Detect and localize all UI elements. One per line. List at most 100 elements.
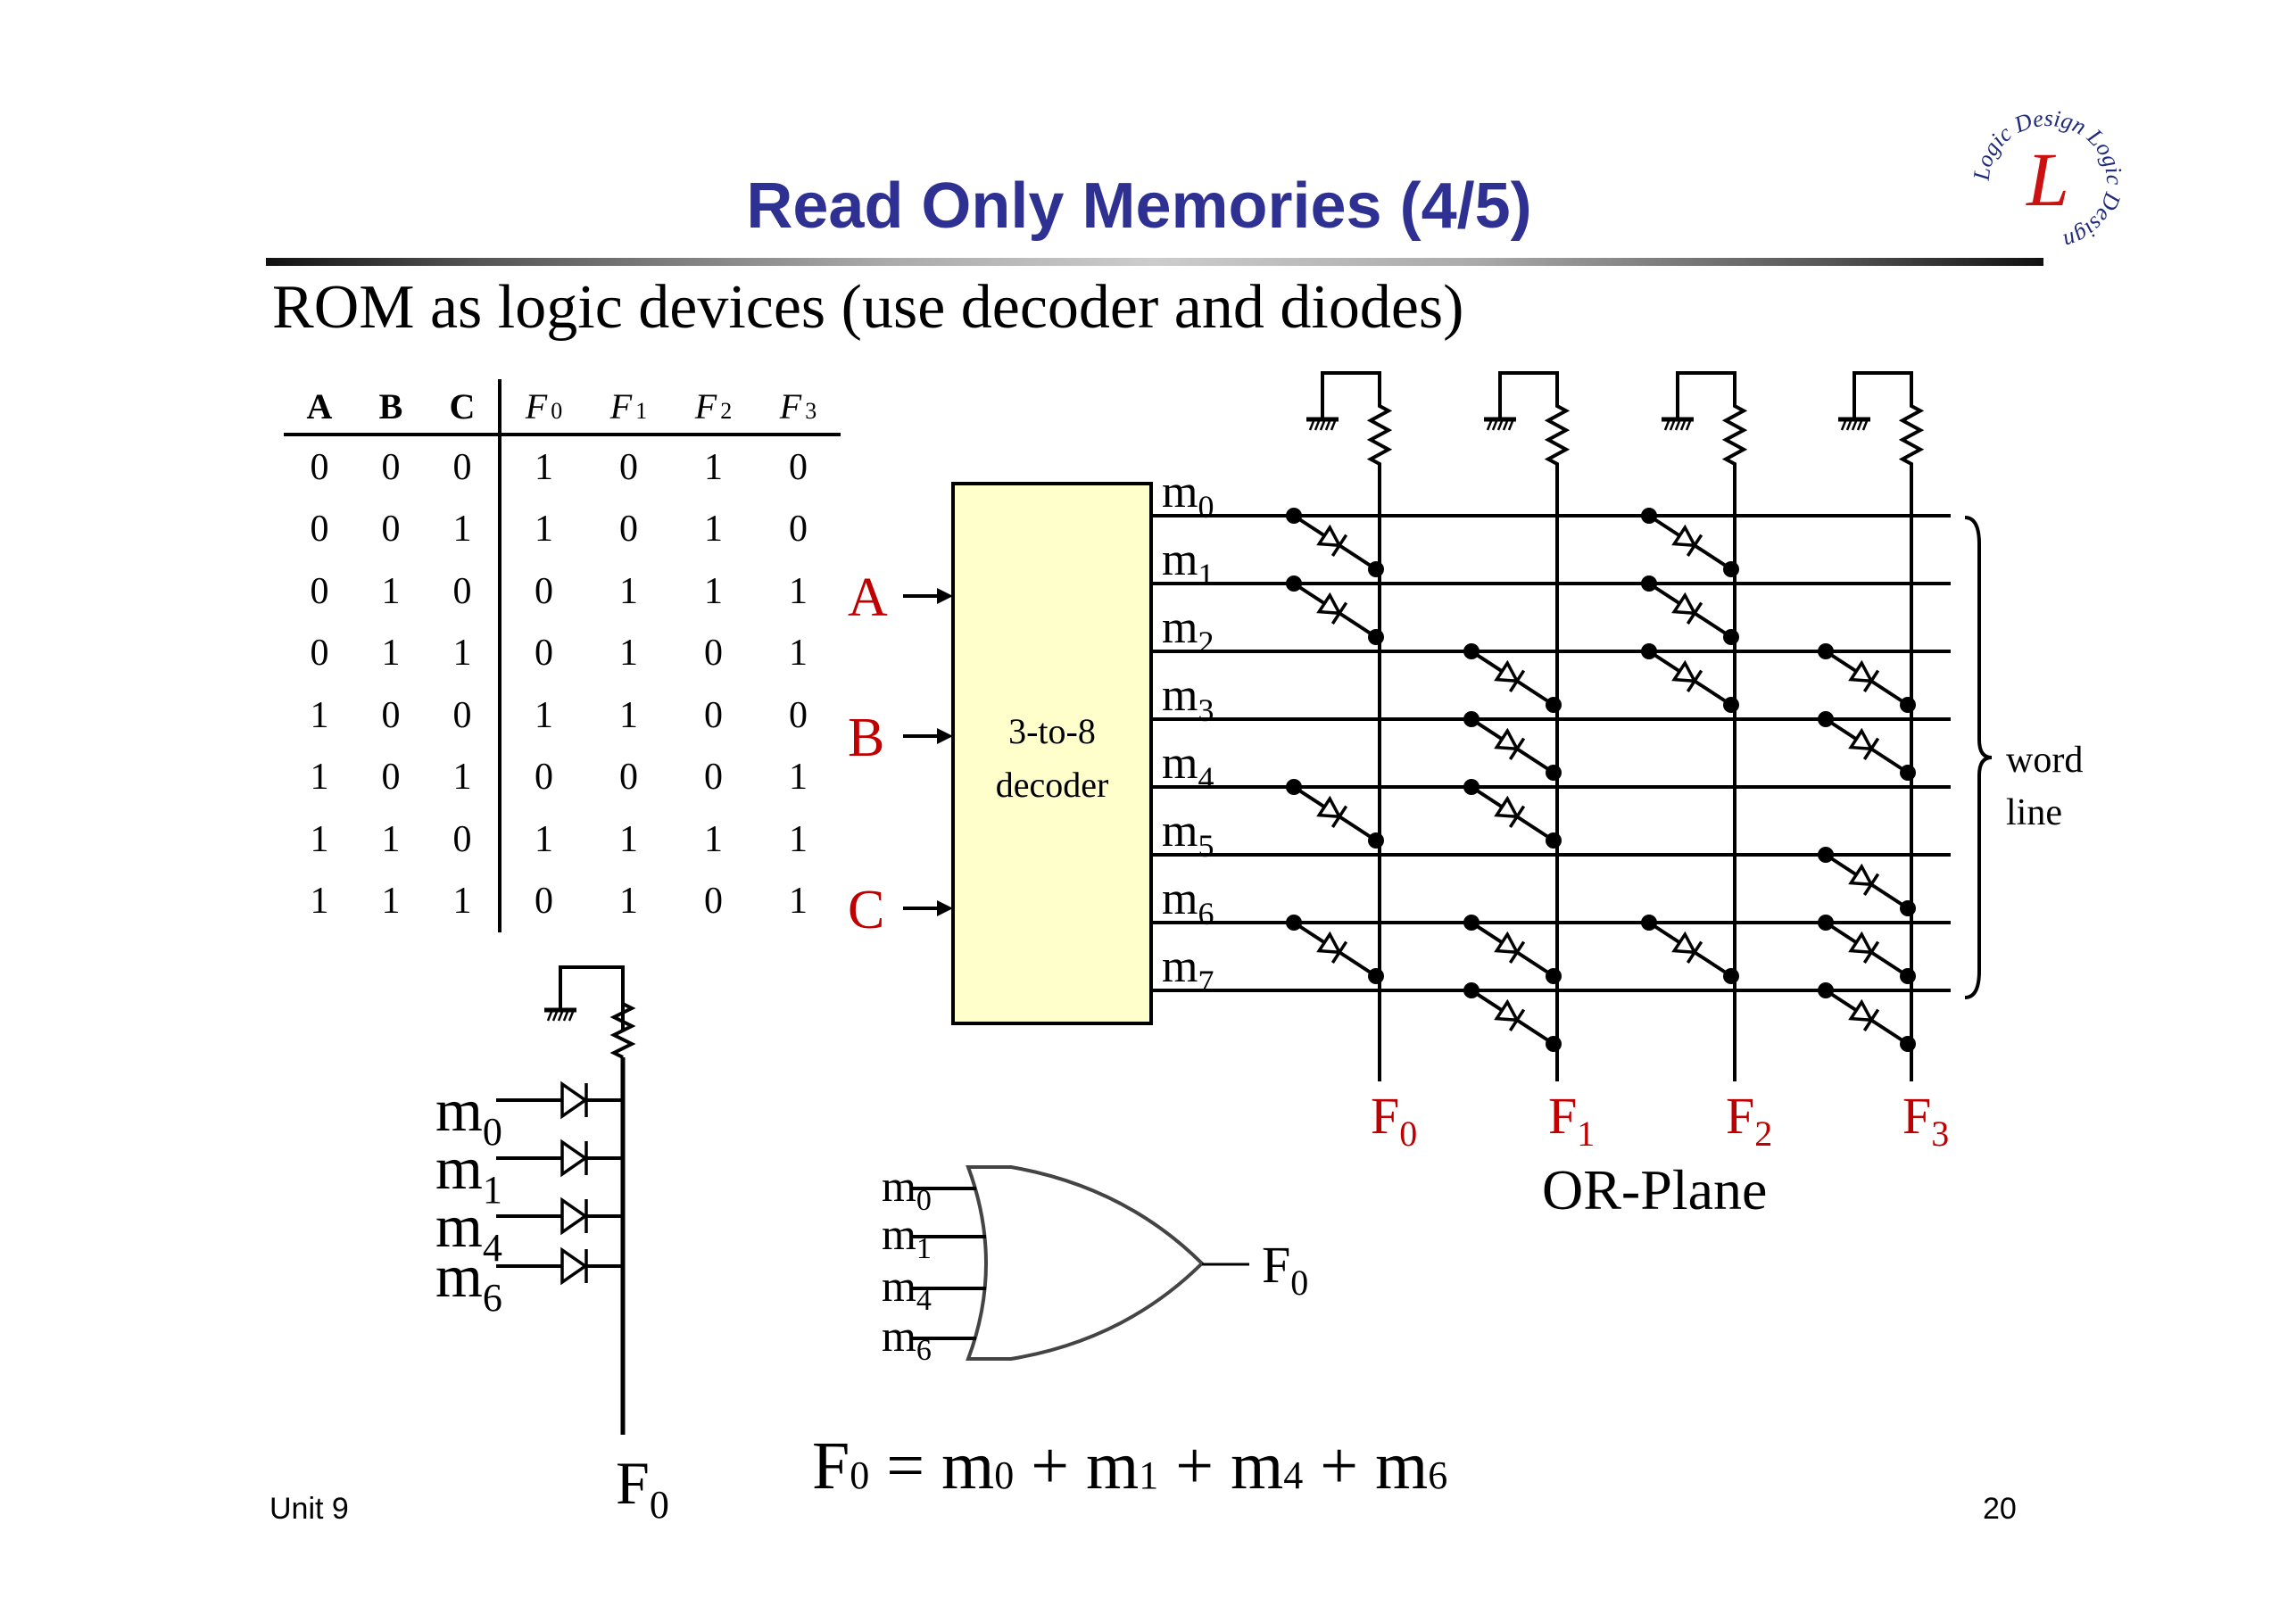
- resistor-icon: [1366, 395, 1393, 471]
- equation-term-sub: 6: [1428, 1453, 1447, 1497]
- diode-icon: [1671, 592, 1703, 625]
- diode-input-label-m6: m6: [435, 1242, 502, 1320]
- truth-table-cell: 1: [789, 818, 808, 860]
- resistor-icon: [609, 992, 636, 1059]
- equation-term: m: [1375, 1428, 1428, 1503]
- diode-icon: [1494, 795, 1526, 828]
- truth-table-cell: 1: [789, 570, 808, 612]
- word-line-brace: [1964, 516, 1993, 999]
- truth-table-header-b: B: [355, 379, 427, 436]
- truth-table-cell: 0: [535, 881, 553, 923]
- resistor-icon: [1898, 395, 1925, 471]
- f0-equation: F0 = m0 + m1 + m4 + m6: [812, 1428, 1447, 1503]
- truth-table-cell: 0: [619, 757, 638, 799]
- pullup-wire: [1321, 371, 1381, 419]
- diode-bar: [1862, 940, 1880, 964]
- or-gate-icon: [966, 1165, 1205, 1361]
- diode-bar: [1508, 1008, 1526, 1031]
- ground-hatch: [1663, 420, 1670, 431]
- truth-table-cell: 1: [535, 818, 553, 860]
- resistor-icon: [1544, 395, 1571, 471]
- truth-table-cell: 1: [704, 446, 723, 488]
- truth-table-cell: 0: [427, 560, 501, 623]
- truth-table-cell: 1: [381, 570, 401, 612]
- truth-table-cell: 1: [310, 818, 329, 860]
- truth-table-cell: 1: [427, 870, 501, 932]
- truth-table-cell: 1: [427, 746, 501, 808]
- diode-icon: [1848, 863, 1880, 896]
- ground-hatch: [1679, 420, 1687, 431]
- ground-hatch: [1840, 420, 1847, 431]
- pullup-wire: [1676, 371, 1737, 419]
- diode-triangle: [1848, 998, 1875, 1023]
- diode-output-label: F0: [616, 1449, 669, 1527]
- slide-title: Read Only Memories (4/5): [0, 170, 2296, 243]
- diode-triangle: [1671, 524, 1698, 548]
- diode-icon: [1848, 727, 1880, 760]
- ground-hatch: [1314, 420, 1321, 431]
- diode-input-label-m0: m0: [435, 1076, 502, 1154]
- truth-table-cell: 1: [619, 818, 638, 860]
- truth-table-cell: 0: [381, 757, 401, 799]
- equation-plus: +: [1303, 1428, 1375, 1503]
- footer-unit: Unit 9: [269, 1492, 349, 1526]
- diode-bar: [1686, 601, 1703, 625]
- diode-f3-m5: [1818, 847, 1916, 916]
- diode-triangle: [1494, 659, 1521, 683]
- diode-f0-m1: [1286, 576, 1384, 645]
- diode-f1-m4: [1463, 779, 1562, 849]
- diode-bar: [1508, 805, 1526, 828]
- bit-line-output-f3: F3: [1902, 1087, 1949, 1154]
- truth-table-cell: 1: [381, 818, 401, 860]
- diode-bar: [1330, 805, 1348, 828]
- diode-bar: [1862, 669, 1880, 692]
- pullup-wire: [1853, 371, 1913, 419]
- ground-hatch: [1845, 420, 1853, 431]
- decoder-input-c: C: [848, 880, 884, 940]
- diode-bar: [1508, 669, 1526, 692]
- diode-bar: [1862, 737, 1880, 760]
- truth-table-cell: 1: [619, 881, 638, 923]
- ground-hatch: [1507, 420, 1514, 431]
- truth-table-cell: 1: [310, 881, 329, 923]
- decoder-input-a: A: [848, 567, 888, 628]
- diode-f2-m1: [1641, 576, 1739, 645]
- diode-triangle: [1848, 931, 1875, 955]
- diode-icon: [1494, 727, 1526, 760]
- ground-hatch: [1856, 420, 1863, 431]
- diode-icon: [1671, 659, 1703, 692]
- truth-table-cell: 0: [789, 446, 808, 488]
- diode-bar: [1862, 873, 1880, 896]
- ground-hatch: [1324, 420, 1331, 431]
- title-divider: [266, 258, 2043, 266]
- ground-hatch: [1319, 420, 1326, 431]
- word-line-label-m0: m0: [1162, 467, 1214, 525]
- equation-term: m: [1086, 1428, 1139, 1503]
- diode-icon: [1848, 659, 1880, 692]
- diode-icon: [560, 1246, 589, 1286]
- diode-triangle: [1494, 931, 1521, 955]
- diode-input-label-m4: m4: [435, 1192, 502, 1270]
- truth-table-header-c: C: [427, 379, 501, 436]
- truth-table-cell: 1: [310, 757, 329, 799]
- word-line-label-m4: m4: [1162, 738, 1214, 796]
- word-line-label-m7: m7: [1162, 941, 1214, 999]
- truth-table-cell: 0: [310, 633, 329, 675]
- truth-table-header-a: A: [284, 379, 355, 436]
- truth-table-cell: 1: [704, 818, 723, 860]
- word-line-label-m5: m5: [1162, 806, 1214, 864]
- diode-icon: [1671, 524, 1703, 557]
- truth-table-cell: 0: [427, 684, 501, 747]
- ground-hatch: [1491, 420, 1498, 431]
- truth-table-cell: 1: [535, 446, 553, 488]
- equation-plus: +: [1158, 1428, 1231, 1503]
- pullup-wire: [559, 965, 625, 1031]
- ground-hatch: [562, 1011, 569, 1022]
- logo-letter: L: [2025, 137, 2069, 222]
- diode-bar: [1330, 534, 1348, 557]
